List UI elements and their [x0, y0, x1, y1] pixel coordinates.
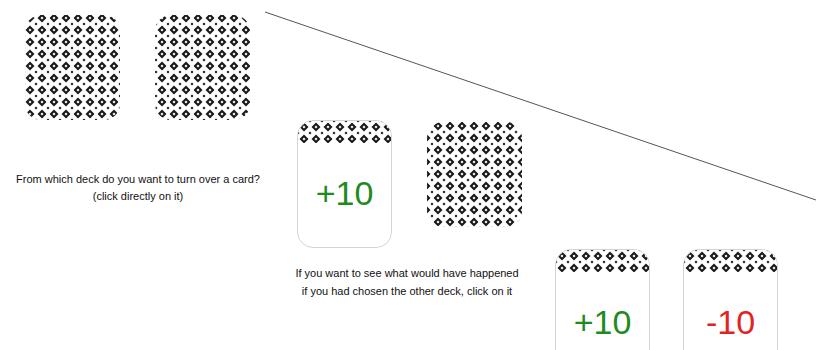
- card-value: -10: [684, 302, 777, 342]
- card-front: +10: [555, 249, 650, 350]
- card-back: [155, 15, 250, 120]
- card-back: [427, 122, 522, 227]
- card-pattern-strip: [684, 250, 778, 272]
- card-value: +10: [298, 173, 391, 213]
- card-front: -10: [683, 249, 778, 350]
- card-back: [25, 15, 120, 120]
- instruction-text: From which deck do you want to turn over…: [0, 170, 288, 188]
- instruction-text: If you want to see what would have happe…: [262, 264, 552, 300]
- instruction-text: (click directly on it): [0, 187, 288, 205]
- card-value: +10: [556, 302, 649, 342]
- card-pattern-strip: [298, 121, 392, 143]
- card-pattern-strip: [556, 250, 650, 272]
- card-front: +10: [297, 120, 392, 248]
